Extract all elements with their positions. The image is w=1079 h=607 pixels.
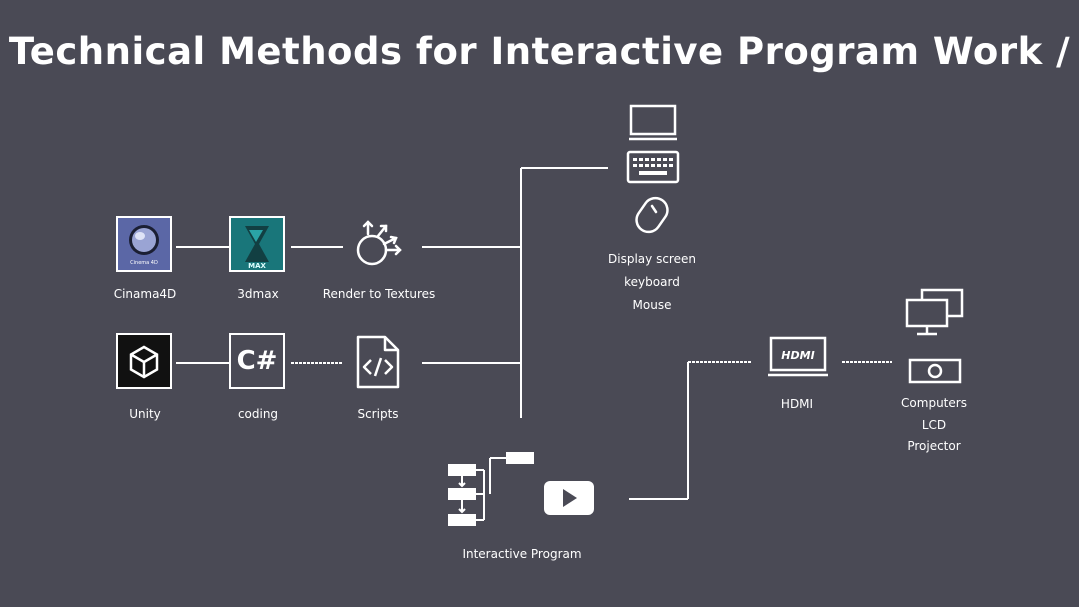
- monitor-icon: [629, 104, 677, 141]
- label-computers: Computers: [901, 396, 967, 410]
- csharp-text: C#: [236, 346, 278, 376]
- label-3dmax: 3dmax: [237, 287, 279, 301]
- page-title: Technical Methods for Interactive Progra…: [8, 30, 1071, 73]
- csharp-logo: C#: [229, 333, 285, 389]
- label-cinema4d: Cinama4D: [113, 287, 177, 301]
- label-unity: Unity: [129, 407, 161, 421]
- cinema4d-icon: Cinema 4D: [118, 218, 170, 270]
- cinema4d-small-text: Cinema 4D: [130, 260, 158, 266]
- label-display-screen: Display screen: [608, 252, 696, 266]
- 3dsmax-icon: MAX: [231, 218, 283, 270]
- inputs-labels: Display screen keyboard Mouse: [608, 248, 696, 317]
- flowchart-icon: [448, 452, 534, 526]
- script-file-icon: [356, 335, 400, 389]
- mouse-icon: [635, 196, 669, 234]
- hdmi-icon-text: HDMI: [781, 349, 814, 362]
- unity-icon: [129, 345, 159, 379]
- label-hdmi: HDMI: [780, 397, 814, 411]
- play-video-icon: [544, 481, 594, 515]
- label-render: Render to Textures: [322, 287, 436, 301]
- unity-logo: [116, 333, 172, 389]
- 3dsmax-logo: MAX: [229, 216, 285, 272]
- label-mouse: Mouse: [632, 298, 672, 312]
- keyboard-icon: [626, 150, 680, 184]
- label-coding: coding: [237, 407, 279, 421]
- label-lcd: LCD: [921, 417, 947, 432]
- label-projector: Projector: [907, 439, 961, 453]
- render-textures-icon: [356, 220, 402, 266]
- label-keyboard: keyboard: [624, 275, 680, 289]
- projector-icon: [908, 358, 962, 384]
- max-text: MAX: [248, 262, 266, 270]
- label-scripts: Scripts: [357, 407, 399, 421]
- hdmi-icon: HDMI: [768, 336, 828, 377]
- computers-icon: [905, 288, 964, 336]
- cinema4d-logo: Cinema 4D: [116, 216, 172, 272]
- label-interactive-program: Interactive Program: [462, 547, 582, 561]
- outputs-labels: Computers LCD Projector: [901, 393, 967, 458]
